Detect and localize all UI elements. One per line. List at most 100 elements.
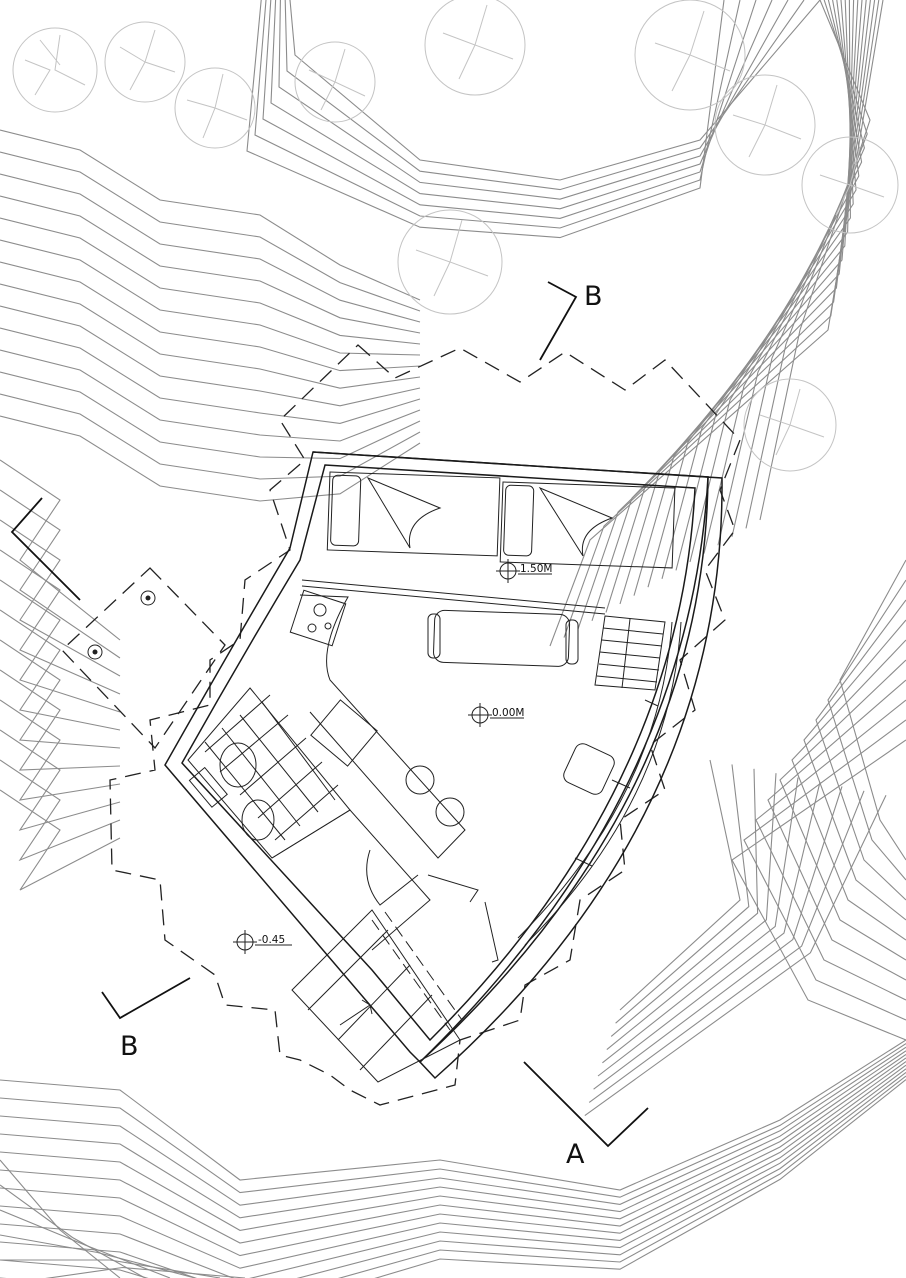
contour-line	[633, 0, 859, 596]
trees	[12, 0, 899, 472]
level-terrace-label: 1.50M	[520, 563, 552, 575]
contour-line	[0, 1053, 906, 1231]
contour-line	[0, 217, 421, 345]
bathroom	[187, 687, 351, 859]
section-a-label: A	[566, 1139, 585, 1170]
contour-line	[755, 699, 906, 1001]
contour-line	[0, 609, 121, 731]
bed-left	[326, 471, 501, 557]
contour-line	[0, 239, 421, 356]
contour-line	[577, 0, 876, 630]
tree-3	[174, 67, 256, 149]
inner-shell	[181, 464, 696, 1042]
contour-line	[602, 777, 799, 1064]
section-cut-b-bottom: B	[101, 977, 191, 1062]
contour-line	[779, 659, 906, 961]
glazing	[517, 621, 682, 946]
contour-line	[0, 1039, 906, 1191]
contour-line	[743, 719, 906, 1021]
level-mark-entry: -0.45	[233, 930, 292, 954]
interior-partition	[271, 809, 431, 951]
contour-line	[745, 0, 868, 529]
bed-right	[499, 481, 676, 569]
section-cut-a: A	[523, 1061, 649, 1170]
contour-line	[254, 0, 741, 229]
contour-line	[839, 559, 906, 861]
tree-10	[743, 378, 837, 472]
contour-line	[0, 371, 421, 460]
contour-line	[0, 1075, 906, 1278]
level-floor-label: 0.00M	[492, 707, 524, 719]
contour-line	[615, 764, 750, 1024]
contour-line	[803, 619, 906, 921]
level-entry-label: -0.45	[258, 934, 285, 946]
contour-line	[610, 768, 759, 1037]
tree-1	[12, 27, 98, 113]
contour-line	[0, 639, 121, 749]
contour-line	[0, 1043, 906, 1198]
contour-line	[815, 599, 906, 901]
tree-8	[801, 136, 899, 234]
outer-wall	[312, 451, 723, 1080]
contour-line	[0, 173, 421, 323]
tree-7	[714, 74, 816, 176]
contour-line	[0, 789, 121, 891]
armchair	[563, 743, 615, 795]
hob	[289, 589, 347, 647]
contour-line	[0, 699, 121, 801]
contour-line	[0, 759, 121, 862]
contour-line	[246, 0, 725, 239]
contour-line	[0, 459, 121, 641]
tree-9	[397, 209, 503, 315]
contour-line	[0, 415, 421, 502]
contour-line	[597, 781, 821, 1077]
level-mark-floor: 0.00M	[468, 703, 524, 727]
contour-line	[619, 0, 863, 605]
building-shell	[164, 451, 709, 1064]
contour-line	[661, 0, 851, 579]
contour-line	[0, 1159, 121, 1278]
contour-line	[827, 579, 906, 881]
contour-line	[0, 327, 421, 424]
contour-line	[731, 0, 865, 537]
site-boundary-dashed	[109, 344, 741, 1106]
contour-line	[563, 0, 880, 638]
sofa	[433, 609, 571, 667]
contour-line	[0, 1184, 146, 1278]
contour-line	[767, 679, 906, 981]
contour-line	[0, 1057, 906, 1244]
contour-line	[0, 1050, 906, 1219]
sink	[310, 699, 378, 767]
pad-posts	[87, 590, 156, 660]
contour-line	[262, 0, 757, 219]
contour-line	[0, 151, 421, 312]
contour-line	[675, 0, 854, 571]
contour-line	[0, 393, 421, 480]
contour-line	[588, 790, 865, 1103]
contour-line	[0, 1259, 221, 1278]
contour-line	[0, 1068, 906, 1278]
contour-line	[0, 1064, 906, 1269]
contour-line	[0, 1209, 171, 1278]
contour-line	[45, 1266, 246, 1278]
contour-line	[549, 0, 884, 647]
contour-line	[0, 1234, 196, 1278]
contour-line	[289, 0, 821, 181]
level-mark-terrace: 1.50M	[496, 559, 552, 583]
contour-line	[0, 519, 121, 677]
entry-ramp	[291, 909, 463, 1083]
contour-line	[270, 0, 773, 210]
contour-line	[0, 129, 421, 301]
contour-line	[0, 283, 421, 389]
contour-line	[0, 669, 121, 771]
section-b-top-label: B	[584, 281, 603, 312]
contour-line	[0, 1061, 906, 1257]
contour-line	[0, 1046, 906, 1206]
contour-line	[0, 1071, 906, 1278]
contour-line	[584, 794, 887, 1117]
kitchen-counter	[299, 594, 466, 859]
contour-line	[0, 305, 421, 407]
section-line-left	[10, 497, 81, 601]
contour-line	[0, 729, 121, 831]
